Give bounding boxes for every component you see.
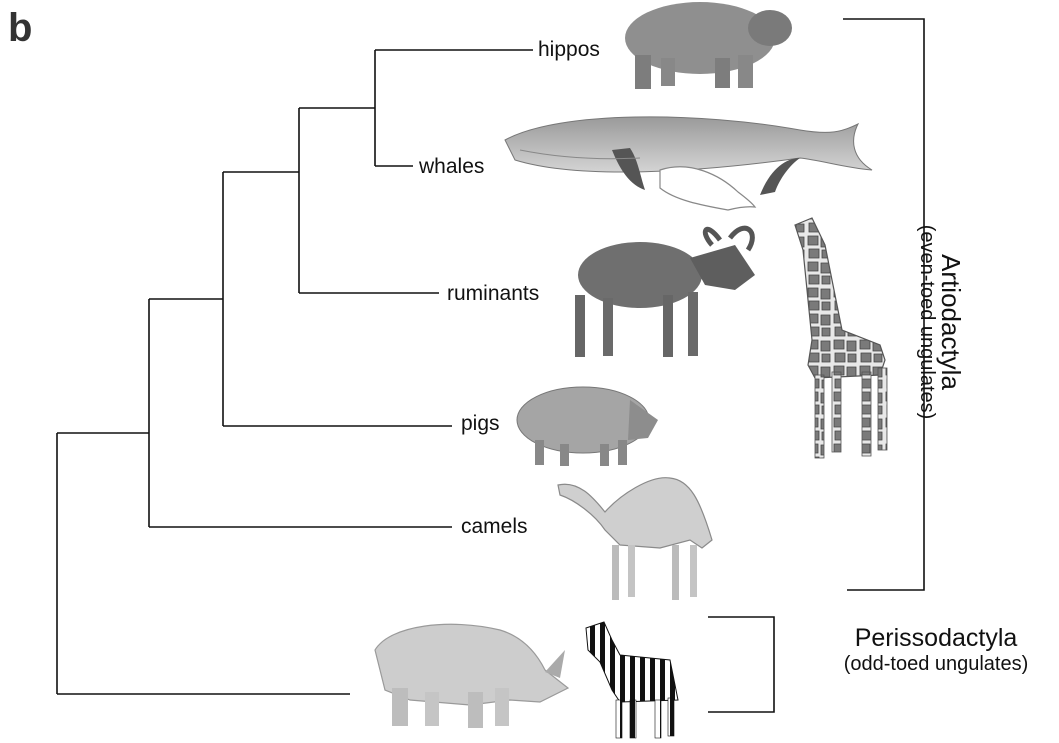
zebra-illustration — [586, 622, 678, 738]
taxon-label-hippos: hippos — [538, 39, 600, 60]
taxon-label-ruminants: ruminants — [447, 283, 539, 304]
panel-label: b — [8, 8, 32, 48]
branch-ungulate-root — [57, 433, 350, 694]
beluga-illustration — [660, 167, 755, 210]
perissodactyla-bracket — [708, 617, 774, 712]
moose-illustration — [575, 228, 755, 357]
branch-whippomorpha-ruminants — [299, 108, 439, 293]
branch-cetruminantia-pigs — [223, 172, 452, 426]
taxon-label-pigs: pigs — [461, 413, 500, 434]
giraffe-illustration — [795, 218, 887, 458]
hippo-illustration — [625, 2, 792, 89]
boar-illustration — [517, 387, 658, 466]
perissodactyla-name: Perissodactyla — [818, 625, 1054, 653]
tree-branches — [57, 50, 533, 694]
dolphin-illustration — [760, 158, 800, 195]
artiodactyla-bracket — [843, 19, 924, 590]
perissodactyla-description: (odd-toed ungulates) — [818, 653, 1054, 675]
branch-artiodactyla-root — [149, 299, 452, 527]
artiodactyla-description: (even-toed ungulates) — [916, 225, 937, 420]
taxon-label-camels: camels — [461, 516, 528, 537]
rhino-illustration — [375, 624, 568, 728]
perissodactyla-label: Perissodactyla (odd-toed ungulates) — [818, 625, 1054, 675]
taxon-label-whales: whales — [419, 156, 484, 177]
camel-illustration — [558, 478, 712, 600]
artiodactyla-name: Artiodactyla — [937, 225, 964, 420]
